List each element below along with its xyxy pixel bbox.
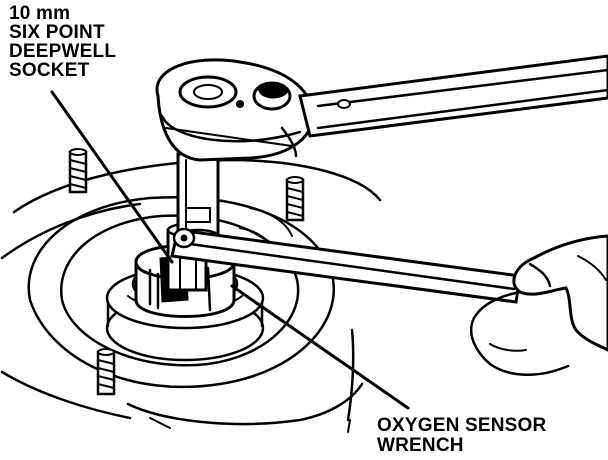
leader-socket <box>50 90 174 264</box>
wrench-handle <box>170 227 522 304</box>
ratchet-wrench <box>155 54 608 162</box>
stud-left <box>68 148 88 194</box>
socket-label-line-2: SIX POINT <box>9 22 105 43</box>
socket-label-line-1: 10 mm <box>9 3 71 24</box>
leader-wrench <box>230 284 410 410</box>
socket-callout-label: 10 mm SIX POINT DEEPWELL SOCKET <box>9 4 116 80</box>
socket-label-line-4: SOCKET <box>9 60 90 81</box>
leader-lines <box>50 90 410 410</box>
wrench-callout-label: OXYGEN SENSOR WRENCH <box>377 416 546 456</box>
wrench-label-line-2: WRENCH <box>377 435 464 456</box>
hand <box>469 234 608 376</box>
stud-right <box>285 176 305 222</box>
wrench-label-line-1: OXYGEN SENSOR <box>377 415 547 436</box>
socket-label-line-3: DEEPWELL <box>9 41 117 62</box>
stud-lower <box>96 348 116 396</box>
